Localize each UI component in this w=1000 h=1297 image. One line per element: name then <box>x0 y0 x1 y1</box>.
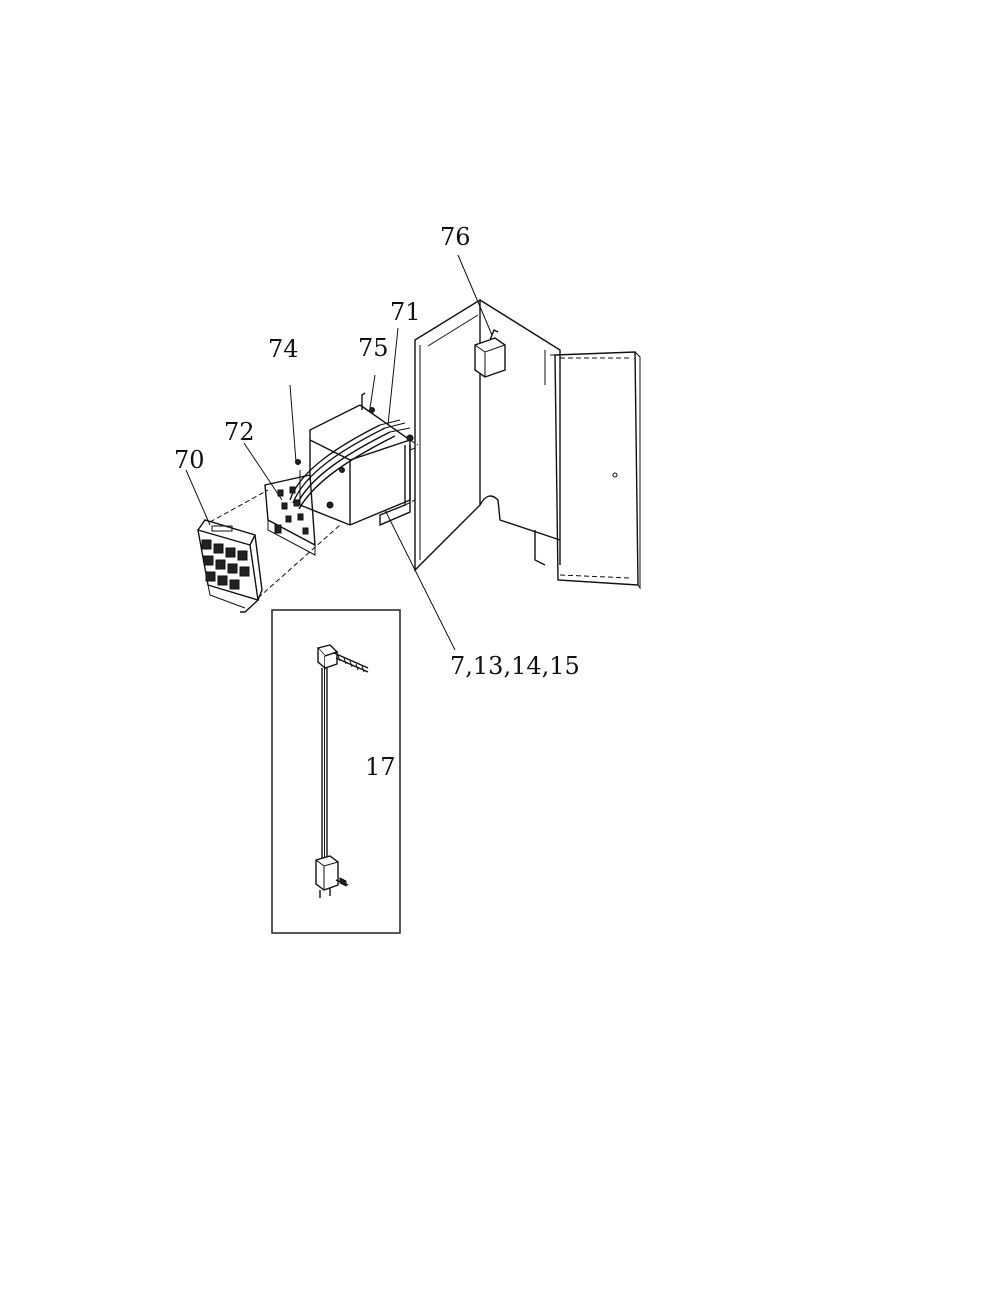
part-72-control-board <box>243 384 316 556</box>
leader-7-13-14-15 <box>384 509 456 651</box>
cabinet-housing <box>409 298 641 590</box>
part-76-relay <box>457 254 506 378</box>
callout-70: 70 <box>174 446 205 474</box>
callout-71: 71 <box>390 298 421 326</box>
callout-76: 76 <box>440 223 471 251</box>
part-70-keypad-panel <box>185 469 341 613</box>
callout-7-13-14-15: 7,13,14,15 <box>450 652 580 680</box>
part-71-75-bracket-assembly <box>289 327 419 527</box>
callout-75: 75 <box>358 334 389 362</box>
inset-part-17 <box>271 609 401 934</box>
callout-17: 17 <box>365 753 396 781</box>
callout-72: 72 <box>224 418 255 446</box>
callout-74: 74 <box>268 335 299 363</box>
